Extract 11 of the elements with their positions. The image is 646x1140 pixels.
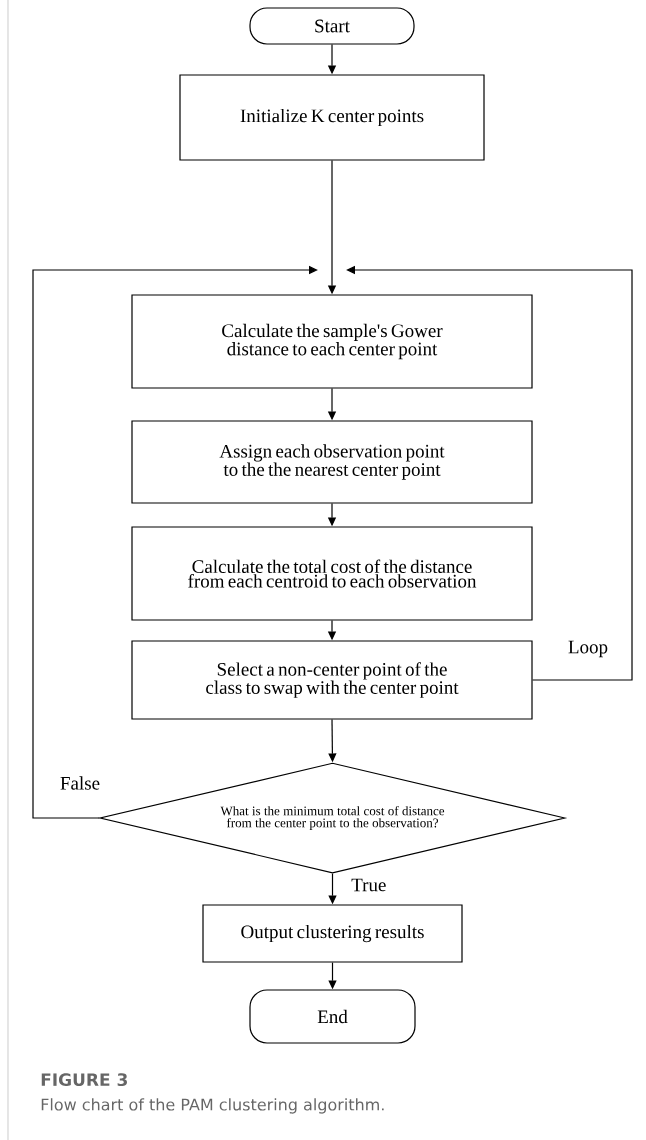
process-box: Calculate the total cost of the distance from each centroid to each observation <box>131 526 533 621</box>
figure-number: FIGURE 3 <box>41 1073 127 1087</box>
edge-label: Loop <box>566 639 610 659</box>
process-box: Output clustering results <box>202 904 463 963</box>
process-box: Select a non-center point of the class to swap with the center point <box>131 640 533 720</box>
caption: Flow chart of the PAM clustering algorithm. <box>41 1098 384 1114</box>
edge-label: True <box>350 877 388 893</box>
arrow <box>32 265 318 819</box>
process-box: Assign each observation point to the the nearest center point <box>131 420 533 504</box>
process-box: Initialize K center points <box>179 74 485 161</box>
process-box: Calculate the sample's Gower distance to each center point <box>131 294 533 389</box>
